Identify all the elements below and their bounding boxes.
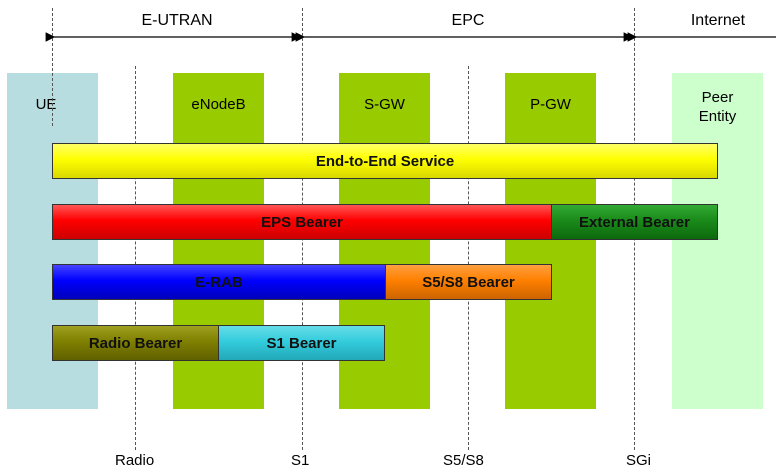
domain-label-epc: EPC — [451, 12, 485, 29]
pgw-column: P-GW — [505, 73, 596, 409]
pgw-label: P-GW — [530, 96, 571, 113]
external-bearer-bar: External Bearer — [551, 204, 718, 240]
e-rab-bar: E-RAB — [52, 264, 386, 300]
enodeb-label: eNodeB — [191, 96, 246, 113]
s5s8-bearer-bar: S5/S8 Bearer — [385, 264, 552, 300]
domain-label-internet: Internet — [690, 12, 746, 29]
sgw-label: S-GW — [364, 96, 405, 113]
peer-entity-label-line2: Entity — [698, 108, 737, 125]
s1-bearer-bar: S1 Bearer — [218, 325, 385, 361]
end-to-end-service-bar: End-to-End Service — [52, 143, 718, 179]
s5s8-interface-label: S5/S8 — [443, 452, 484, 469]
eps-bearer-bar: EPS Bearer — [52, 204, 552, 240]
domain-label-eutran: E-UTRAN — [141, 12, 213, 29]
ue-label: UE — [35, 96, 57, 113]
s5s8-dashed-line — [468, 66, 469, 450]
peer-entity-column: Peer Entity — [672, 73, 763, 409]
domain-arrows — [45, 32, 776, 42]
sgi-interface-label: SGi — [626, 452, 652, 469]
boundary-dashed-line-ue — [52, 8, 53, 126]
radio-bearer-bar: Radio Bearer — [52, 325, 219, 361]
radio-dashed-line — [135, 66, 136, 450]
s1-interface-label: S1 — [291, 452, 310, 469]
radio-interface-label: Radio — [115, 452, 155, 469]
peer-entity-label-line1: Peer — [701, 89, 734, 106]
